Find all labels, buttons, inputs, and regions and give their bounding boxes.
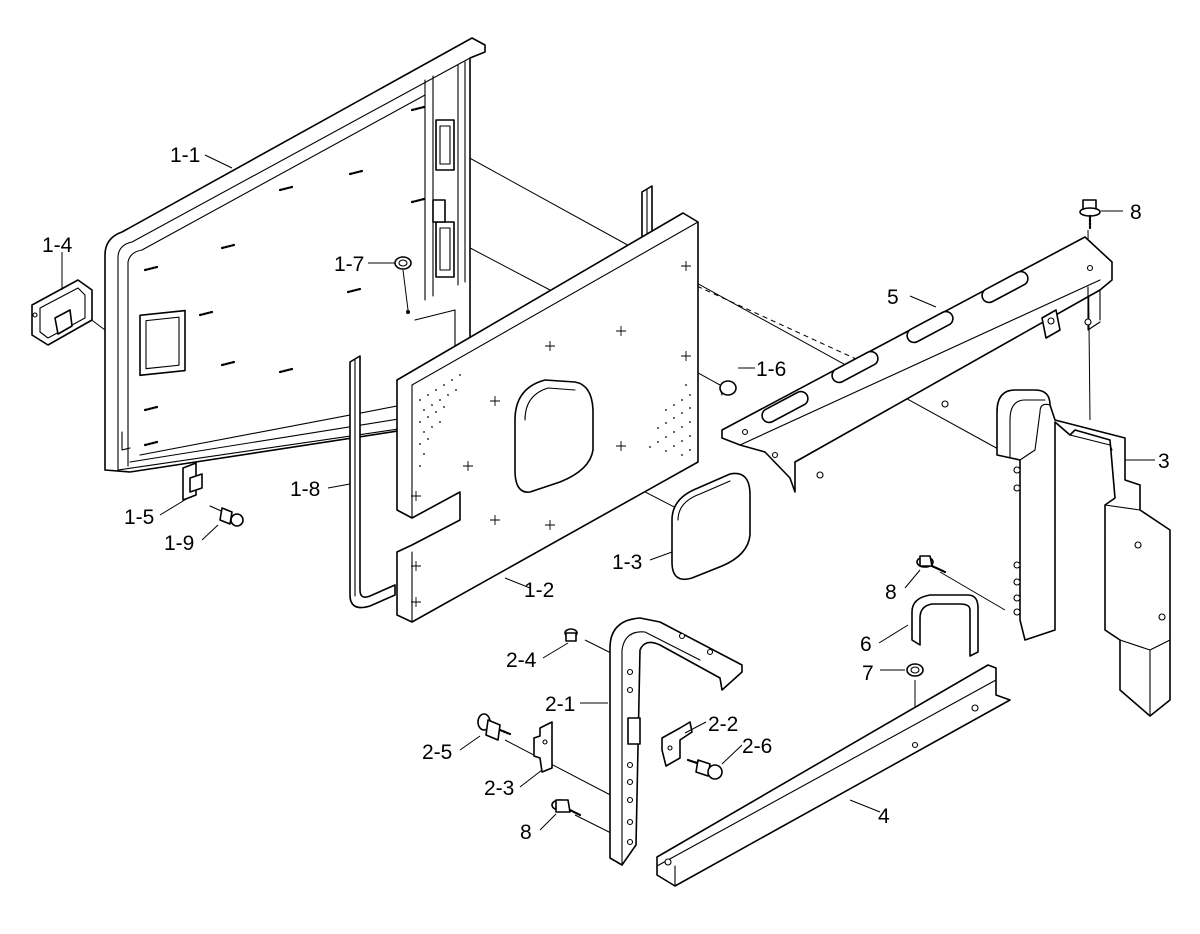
label-1-2: 1-2 [524,579,554,602]
label-8-top: 8 [1130,201,1142,224]
door-panel [104,37,486,473]
label-1-5: 1-5 [124,506,154,529]
top-rail [721,236,1113,493]
label-3: 3 [1158,450,1170,473]
washer [906,663,924,677]
side-bracket [996,389,1171,717]
bottom-rail [656,664,1011,887]
u-bracket [609,617,743,866]
label-8-middle: 8 [885,581,897,604]
bolt-middle [916,555,947,574]
cover-plate [671,472,751,581]
insulation-board [396,212,699,623]
board-speckle-left [419,374,461,467]
label-6: 6 [860,633,872,656]
label-1-9: 1-9 [164,532,194,555]
callout-labels: 1-1 1-4 1-7 1-6 1-8 1-5 1-9 1-2 1-3 5 8 … [42,144,1170,844]
bolt-bottom [551,799,582,817]
panel-studs [143,105,426,447]
label-2-1: 2-1 [545,693,575,716]
label-5: 5 [887,286,899,309]
label-1-8: 1-8 [290,478,320,501]
label-1-4: 1-4 [42,234,73,257]
callout-leaders [61,154,1155,831]
label-2-2: 2-2 [708,713,738,736]
label-1-3: 1-3 [612,551,642,574]
label-7: 7 [862,662,874,685]
door-handle [31,279,93,346]
label-8-bottom: 8 [520,821,532,844]
latch [182,462,203,501]
label-1-6: 1-6 [756,358,786,381]
label-2-3: 2-3 [484,777,514,800]
latch-screw [209,505,244,527]
clip-right [661,721,693,767]
label-4: 4 [878,805,890,828]
label-2-4: 2-4 [506,649,537,672]
bolt-2-5 [477,713,512,741]
label-1-7: 1-7 [334,253,364,276]
clip-left [533,721,553,773]
label-2-6: 2-6 [742,735,772,758]
board-speckle-right [649,384,691,456]
screw-2-4 [564,628,578,642]
knob [719,380,737,396]
bolt-top [1079,199,1101,230]
label-2-5: 2-5 [422,741,452,764]
u-bolt [911,594,979,657]
screw-2-6 [686,758,723,780]
label-1-1: 1-1 [170,144,200,167]
board-cross-marks [411,261,691,607]
